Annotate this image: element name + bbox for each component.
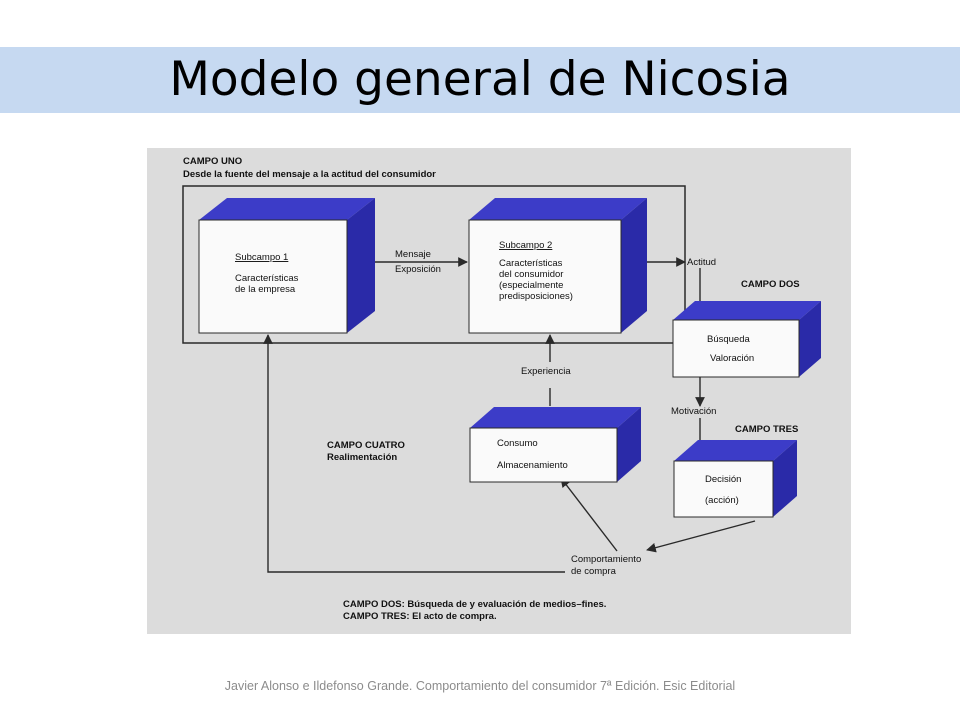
campo-cuatro-title: CAMPO CUATRO xyxy=(327,440,405,451)
note-line2: CAMPO TRES: El acto de compra. xyxy=(343,611,497,622)
motivacion-label: Motivación xyxy=(671,406,716,417)
subcampo-2-title: Subcampo 2 xyxy=(499,240,552,251)
comportamiento-line1: Comportamiento xyxy=(571,554,641,565)
subcampo-2-box: Subcampo 2 Características del consumido… xyxy=(468,198,647,334)
mensaje-line1: Mensaje xyxy=(395,249,431,260)
subcampo-2-line3: (especialmente xyxy=(499,280,563,291)
campo-uno-title: CAMPO UNO xyxy=(183,156,242,167)
source-citation: Javier Alonso e Ildefonso Grande. Compor… xyxy=(224,679,736,693)
subcampo-1-line2: de la empresa xyxy=(235,284,296,295)
consumo-line1: Consumo xyxy=(497,438,538,449)
campo-dos-line1: Búsqueda xyxy=(707,334,751,345)
campo-tres-title: CAMPO TRES xyxy=(735,424,798,435)
slide-title: Modelo general de Nicosia xyxy=(169,52,791,107)
campo-uno-subtitle: Desde la fuente del mensaje a la actitud… xyxy=(183,169,436,180)
consumo-box: Consumo Almacenamiento xyxy=(469,407,641,483)
campo-dos-line2: Valoración xyxy=(710,353,754,364)
subcampo-2-line1: Características xyxy=(499,258,563,269)
compra-to-consumo-arrow xyxy=(560,477,618,552)
subcampo-2-line4: predisposiciones) xyxy=(499,291,573,302)
mensaje-line2: Exposición xyxy=(395,264,441,275)
subcampo-1-title: Subcampo 1 xyxy=(235,252,288,263)
comportamiento-line2: de compra xyxy=(571,566,617,577)
realimentacion-arrow xyxy=(263,334,565,573)
subcampo-1-box: Subcampo 1 Características de la empresa xyxy=(198,198,375,334)
nicosia-diagram: CAMPO UNO Desde la fuente del mensaje a … xyxy=(147,148,851,634)
title-band xyxy=(0,47,960,113)
campo-dos-title: CAMPO DOS xyxy=(741,279,800,290)
campo-tres-box: Decisión (acción) xyxy=(673,440,797,518)
actitud-label: Actitud xyxy=(687,257,716,268)
campo-tres-line2: (acción) xyxy=(705,495,739,506)
experiencia-label: Experiencia xyxy=(521,366,571,377)
campo-dos-box: Búsqueda Valoración xyxy=(672,301,821,378)
subcampo-1-line1: Características xyxy=(235,273,299,284)
decision-to-compra-arrow xyxy=(646,520,756,553)
consumo-line2: Almacenamiento xyxy=(497,460,568,471)
campo-tres-line1: Decisión xyxy=(705,474,741,485)
campo-cuatro-subtitle: Realimentación xyxy=(327,452,397,463)
note-line1: CAMPO DOS: Búsqueda de y evaluación de m… xyxy=(343,599,606,610)
subcampo-2-line2: del consumidor xyxy=(499,269,563,280)
